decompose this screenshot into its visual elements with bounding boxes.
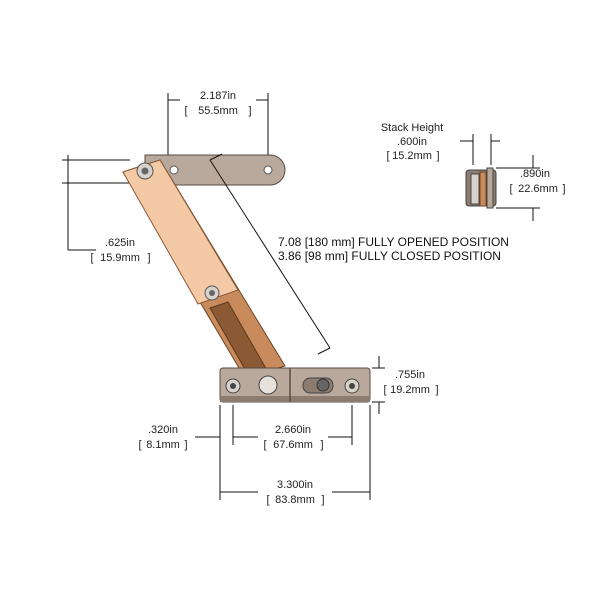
- svg-text:[: [: [138, 439, 141, 451]
- dim-hole-offset: .320in 8.1mm [ ]: [138, 405, 245, 500]
- svg-text:]: ]: [321, 494, 324, 506]
- open-position-label: 7.08 [180 mm] FULLY OPENED POSITION: [278, 235, 509, 249]
- dim-base-height: .755in 19.2mm [ ]: [372, 356, 439, 414]
- base-height-in: .755in: [395, 369, 425, 381]
- overall-length-in: 3.300in: [277, 479, 313, 491]
- svg-text:[: [: [509, 183, 512, 195]
- top-width-in: 2.187in: [200, 90, 236, 102]
- dim-hole-spacing: 2.660in 67.6mm [ ]: [233, 405, 353, 451]
- stack-depth-in: .890in: [520, 168, 550, 180]
- svg-text:]: ]: [435, 384, 438, 396]
- svg-text:]: ]: [562, 183, 565, 195]
- base-plate: [219, 367, 371, 403]
- svg-text:[: [: [263, 439, 266, 451]
- dim-diagonal: 7.08 [180 mm] FULLY OPENED POSITION 3.86…: [209, 153, 509, 355]
- top-link-arm: [144, 154, 286, 186]
- hole-spacing-in: 2.660in: [275, 424, 311, 436]
- slanted-arm: [122, 159, 286, 379]
- left-height-in: .625in: [105, 237, 135, 249]
- svg-text:[: [: [266, 494, 269, 506]
- base-height-mm: 19.2mm: [390, 384, 430, 396]
- svg-text:[: [: [383, 384, 386, 396]
- svg-text:]: ]: [248, 105, 251, 117]
- top-width-mm: 55.5mm: [198, 105, 238, 117]
- closed-position-label: 3.86 [98 mm] FULLY CLOSED POSITION: [278, 249, 501, 263]
- dim-top-width: 2.187in 55.5mm [ ]: [167, 90, 269, 160]
- overall-length-mm: 83.8mm: [275, 494, 315, 506]
- dim-overall-length: 3.300in 83.8mm [ ]: [220, 405, 371, 506]
- svg-text:[: [: [386, 150, 389, 162]
- svg-text:]: ]: [184, 439, 187, 451]
- hole-offset-mm: 8.1mm: [146, 439, 180, 451]
- stack-height-title: Stack Height: [381, 122, 443, 134]
- stack-height-block: Stack Height .600in 15.2mm [ ] .890in 22…: [381, 122, 566, 221]
- stack-depth-mm: 22.6mm: [518, 183, 558, 195]
- svg-text:[: [: [90, 252, 93, 264]
- stack-height-in: .600in: [397, 136, 427, 148]
- hole-spacing-mm: 67.6mm: [273, 439, 313, 451]
- svg-text:[: [: [184, 105, 187, 117]
- svg-text:]: ]: [147, 252, 150, 264]
- hole-offset-in: .320in: [148, 424, 178, 436]
- left-height-mm: 15.9mm: [100, 252, 140, 264]
- dim-left-height: .625in 15.9mm [ ]: [62, 155, 151, 264]
- stack-height-mm: 15.2mm: [392, 150, 432, 162]
- svg-text:]: ]: [436, 150, 439, 162]
- svg-text:]: ]: [320, 439, 323, 451]
